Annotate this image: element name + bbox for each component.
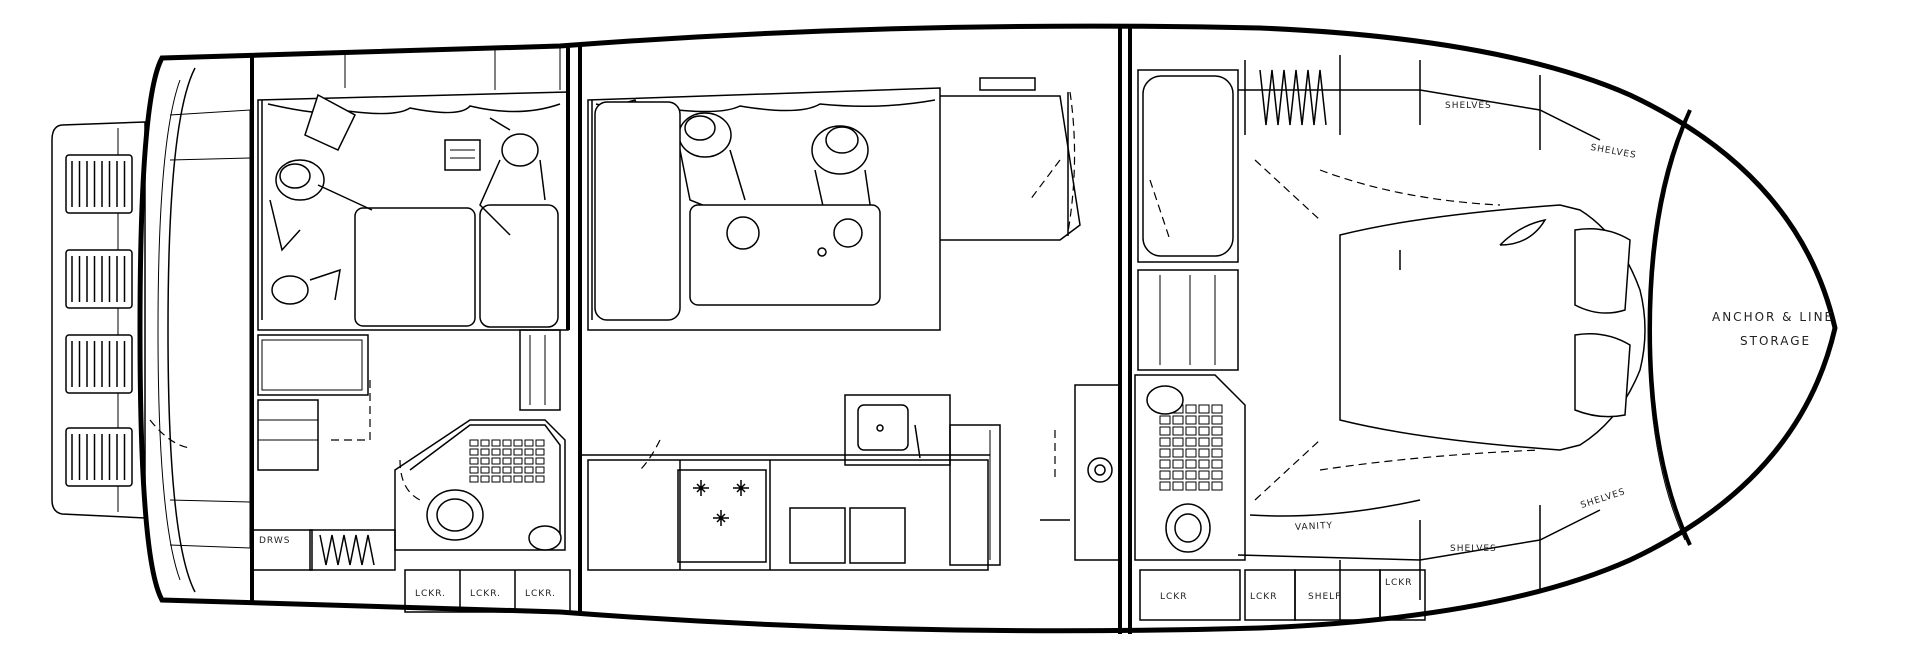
person-saloon-2 xyxy=(811,125,873,219)
locker-label-fwd-3: LCKR xyxy=(1385,578,1413,588)
forward-bath-tub xyxy=(1137,69,1239,263)
forward-stateroom xyxy=(1237,55,1646,621)
person-aft-3 xyxy=(271,268,341,305)
aft-stateroom xyxy=(257,91,569,501)
aft-toilet xyxy=(426,489,484,541)
aft-cockpit xyxy=(149,109,251,549)
lower-helm xyxy=(1040,384,1121,561)
drawers-label: DRWS xyxy=(259,536,291,546)
locker-label-aft-2: LCKR. xyxy=(470,589,501,599)
stove-burners xyxy=(693,480,749,526)
platform-slat-lines xyxy=(71,161,126,480)
aft-sink xyxy=(528,525,562,551)
anchor-locker-bulkhead xyxy=(1647,109,1692,546)
helm-station xyxy=(940,95,1081,241)
table-aft xyxy=(354,207,476,327)
anchor-line-label: ANCHOR & LINE xyxy=(1712,310,1835,324)
shelves-label-3: SHELVES xyxy=(1450,544,1497,554)
pillow-fwd-2 xyxy=(1574,333,1631,418)
forward-head xyxy=(1134,69,1246,621)
locker-label-fwd-2: LCKR xyxy=(1250,592,1278,602)
saloon-table xyxy=(689,204,881,306)
aft-lockers xyxy=(251,529,571,613)
hull-outline xyxy=(137,23,1838,634)
galley-counter xyxy=(587,459,989,571)
seat-block-aft xyxy=(479,204,559,328)
forward-sink xyxy=(1146,385,1184,415)
pillow-aft xyxy=(444,139,481,171)
saloon-settee xyxy=(594,101,681,321)
door-frames xyxy=(519,329,990,456)
locker-label-aft-1: LCKR. xyxy=(415,589,446,599)
galley xyxy=(587,394,1001,571)
forward-toilet xyxy=(1165,503,1211,553)
platform-slats xyxy=(65,154,133,487)
shelves-label-1: SHELVES xyxy=(1445,101,1492,111)
locker-label-fwd-1: LCKR xyxy=(1160,592,1188,602)
person-aft-1 xyxy=(269,93,373,252)
pillow-fwd-1 xyxy=(1574,228,1631,314)
v-berth xyxy=(1339,204,1646,451)
galley-stove xyxy=(677,469,767,563)
saloon xyxy=(587,77,1081,471)
forward-shower-grate xyxy=(1159,404,1223,491)
aft-shower-grate xyxy=(469,439,545,483)
aft-head xyxy=(309,419,566,571)
swim-platform xyxy=(51,121,146,519)
locker-label-aft-3: LCKR. xyxy=(525,589,556,599)
person-aft-2 xyxy=(479,117,546,236)
shelf-label: SHELF xyxy=(1308,592,1342,602)
storage-label: STORAGE xyxy=(1740,334,1812,348)
